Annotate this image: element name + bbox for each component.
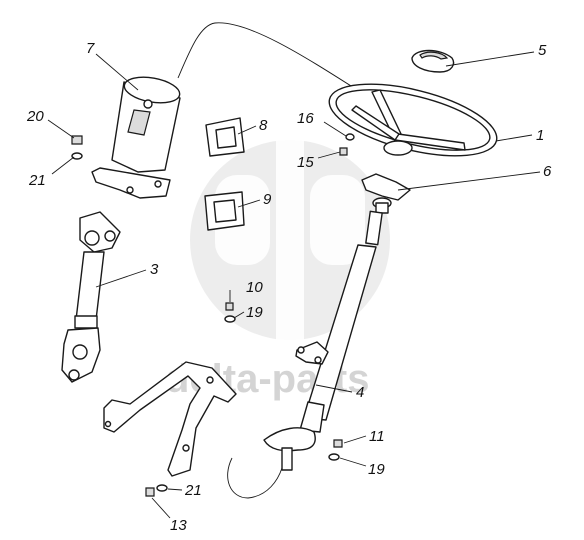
callout-hub-cover: 6 <box>543 163 552 180</box>
callout-washer-19-upper: 19 <box>246 304 263 321</box>
callout-telescopic-shaft: 3 <box>150 261 159 278</box>
callout-horn-button: 5 <box>538 42 547 59</box>
gasket-9 <box>204 191 245 231</box>
column-bottom-arc <box>227 457 283 499</box>
callout-column-casing: 7 <box>86 40 95 57</box>
callout-bolt-20: 20 <box>26 108 44 125</box>
callout-washer-16: 16 <box>297 110 314 127</box>
callout-washer-21-upper: 21 <box>28 172 46 189</box>
callout-steering-wheel: 1 <box>536 127 544 144</box>
callout-bolt-15: 15 <box>297 154 314 171</box>
callout-labels: 1 5 6 4 3 7 8 9 20 21 16 15 10 19 11 19 … <box>26 40 552 534</box>
callout-bolt-11: 11 <box>369 428 385 445</box>
callout-washer-21-lower: 21 <box>184 482 202 499</box>
callout-gasket-9: 9 <box>263 191 272 208</box>
callout-gasket-8: 8 <box>259 117 268 134</box>
column-bracket <box>103 361 237 477</box>
callout-bolt-10: 10 <box>246 279 263 296</box>
callout-bolt-13: 13 <box>170 517 187 534</box>
fasteners <box>71 133 355 497</box>
column-casing <box>91 76 181 199</box>
steering-column <box>263 210 383 471</box>
gasket-8 <box>205 117 245 157</box>
callout-steering-column: 4 <box>356 384 364 401</box>
cable-line <box>177 22 371 99</box>
telescopic-shaft <box>61 211 121 383</box>
hub-cover <box>361 173 411 214</box>
callout-washer-19-lower: 19 <box>368 461 385 478</box>
leader-lines <box>47 51 541 519</box>
horn-button <box>411 49 455 73</box>
